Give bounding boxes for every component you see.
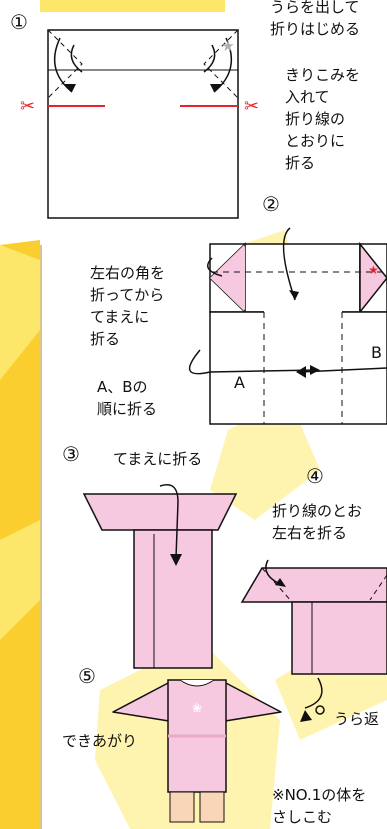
step4-arrowhead-left (275, 578, 286, 587)
step1-arrow-right-2 (203, 44, 216, 73)
step3-note: てまえに折る (113, 450, 203, 468)
turn-over-arrowhead (300, 710, 312, 722)
step5-note-done: できあがり (62, 732, 138, 750)
left-panel-highlight (0, 245, 40, 380)
step2-body (209, 311, 387, 425)
step5-arm-right (218, 681, 282, 723)
step1-arrowhead-right (210, 84, 222, 92)
step1-note-cut: きりこみを 入れて 折り線の とおりに 折る (285, 66, 361, 172)
step1-arrow-left (53, 37, 73, 93)
step3-body (133, 529, 213, 669)
scissors-right-icon: ✂ (244, 96, 259, 117)
step3-arrow (159, 484, 179, 559)
step2-note-corners: 左右の角を 折ってから てまえに 折る (90, 264, 166, 348)
step2-label-a: A (234, 373, 245, 392)
step5-arm-left (112, 681, 176, 723)
step3-number: ③ (62, 442, 80, 466)
turn-over-arrow (304, 677, 323, 709)
step1-arrow-right (213, 37, 233, 93)
step2-arrow-a (188, 349, 319, 375)
step3-arrowhead (170, 554, 182, 566)
step5-leg-right (199, 791, 225, 823)
step5-number: ⑤ (78, 664, 96, 688)
step5-neck (179, 679, 215, 687)
yellow-stroke-b (210, 400, 320, 520)
step4-note: 折り線のとお 左右を折る (272, 502, 363, 542)
step4-body (291, 601, 387, 675)
step5-note-back: うら返 (334, 710, 380, 728)
scissors-left-icon: ✂ (20, 96, 35, 117)
step3-shoulders (82, 493, 238, 531)
step2-note-order: A、Bの 順に折る (97, 378, 158, 418)
step1-dash-left (47, 29, 83, 99)
step1-dash-right (203, 29, 239, 99)
step1-paper (47, 29, 239, 219)
step1-arrowhead-left (64, 84, 76, 92)
step5-note-insert: ※NO.1の体を さしこむ (272, 786, 367, 826)
step2-arrowhead-b (296, 366, 306, 378)
step4-number: ④ (306, 464, 324, 488)
step2-arrowhead-a (310, 365, 320, 375)
step2-arrow-b (299, 367, 387, 373)
step4-shoulders (240, 567, 387, 603)
step1-number: ① (10, 10, 28, 34)
step2-corner-right (359, 241, 387, 315)
star-gray-icon: ★ (221, 37, 234, 55)
step1-note-top: うらを出して 折りはじめる (270, 0, 361, 38)
step1-arrow-left-2 (70, 44, 83, 73)
step2-arrow-down (282, 227, 296, 301)
step2-arrowhead-down (289, 290, 299, 300)
top-yellow-strip (40, 0, 225, 12)
step2-number: ② (262, 192, 280, 216)
star-red-icon: ★ (368, 263, 379, 277)
step5-leg-left (169, 791, 195, 823)
left-panel-highlight-2 (0, 520, 40, 640)
flower-icon: ❀ (192, 701, 202, 715)
step2-arrow-corner (207, 257, 223, 277)
step2-label-b: B (371, 343, 382, 362)
